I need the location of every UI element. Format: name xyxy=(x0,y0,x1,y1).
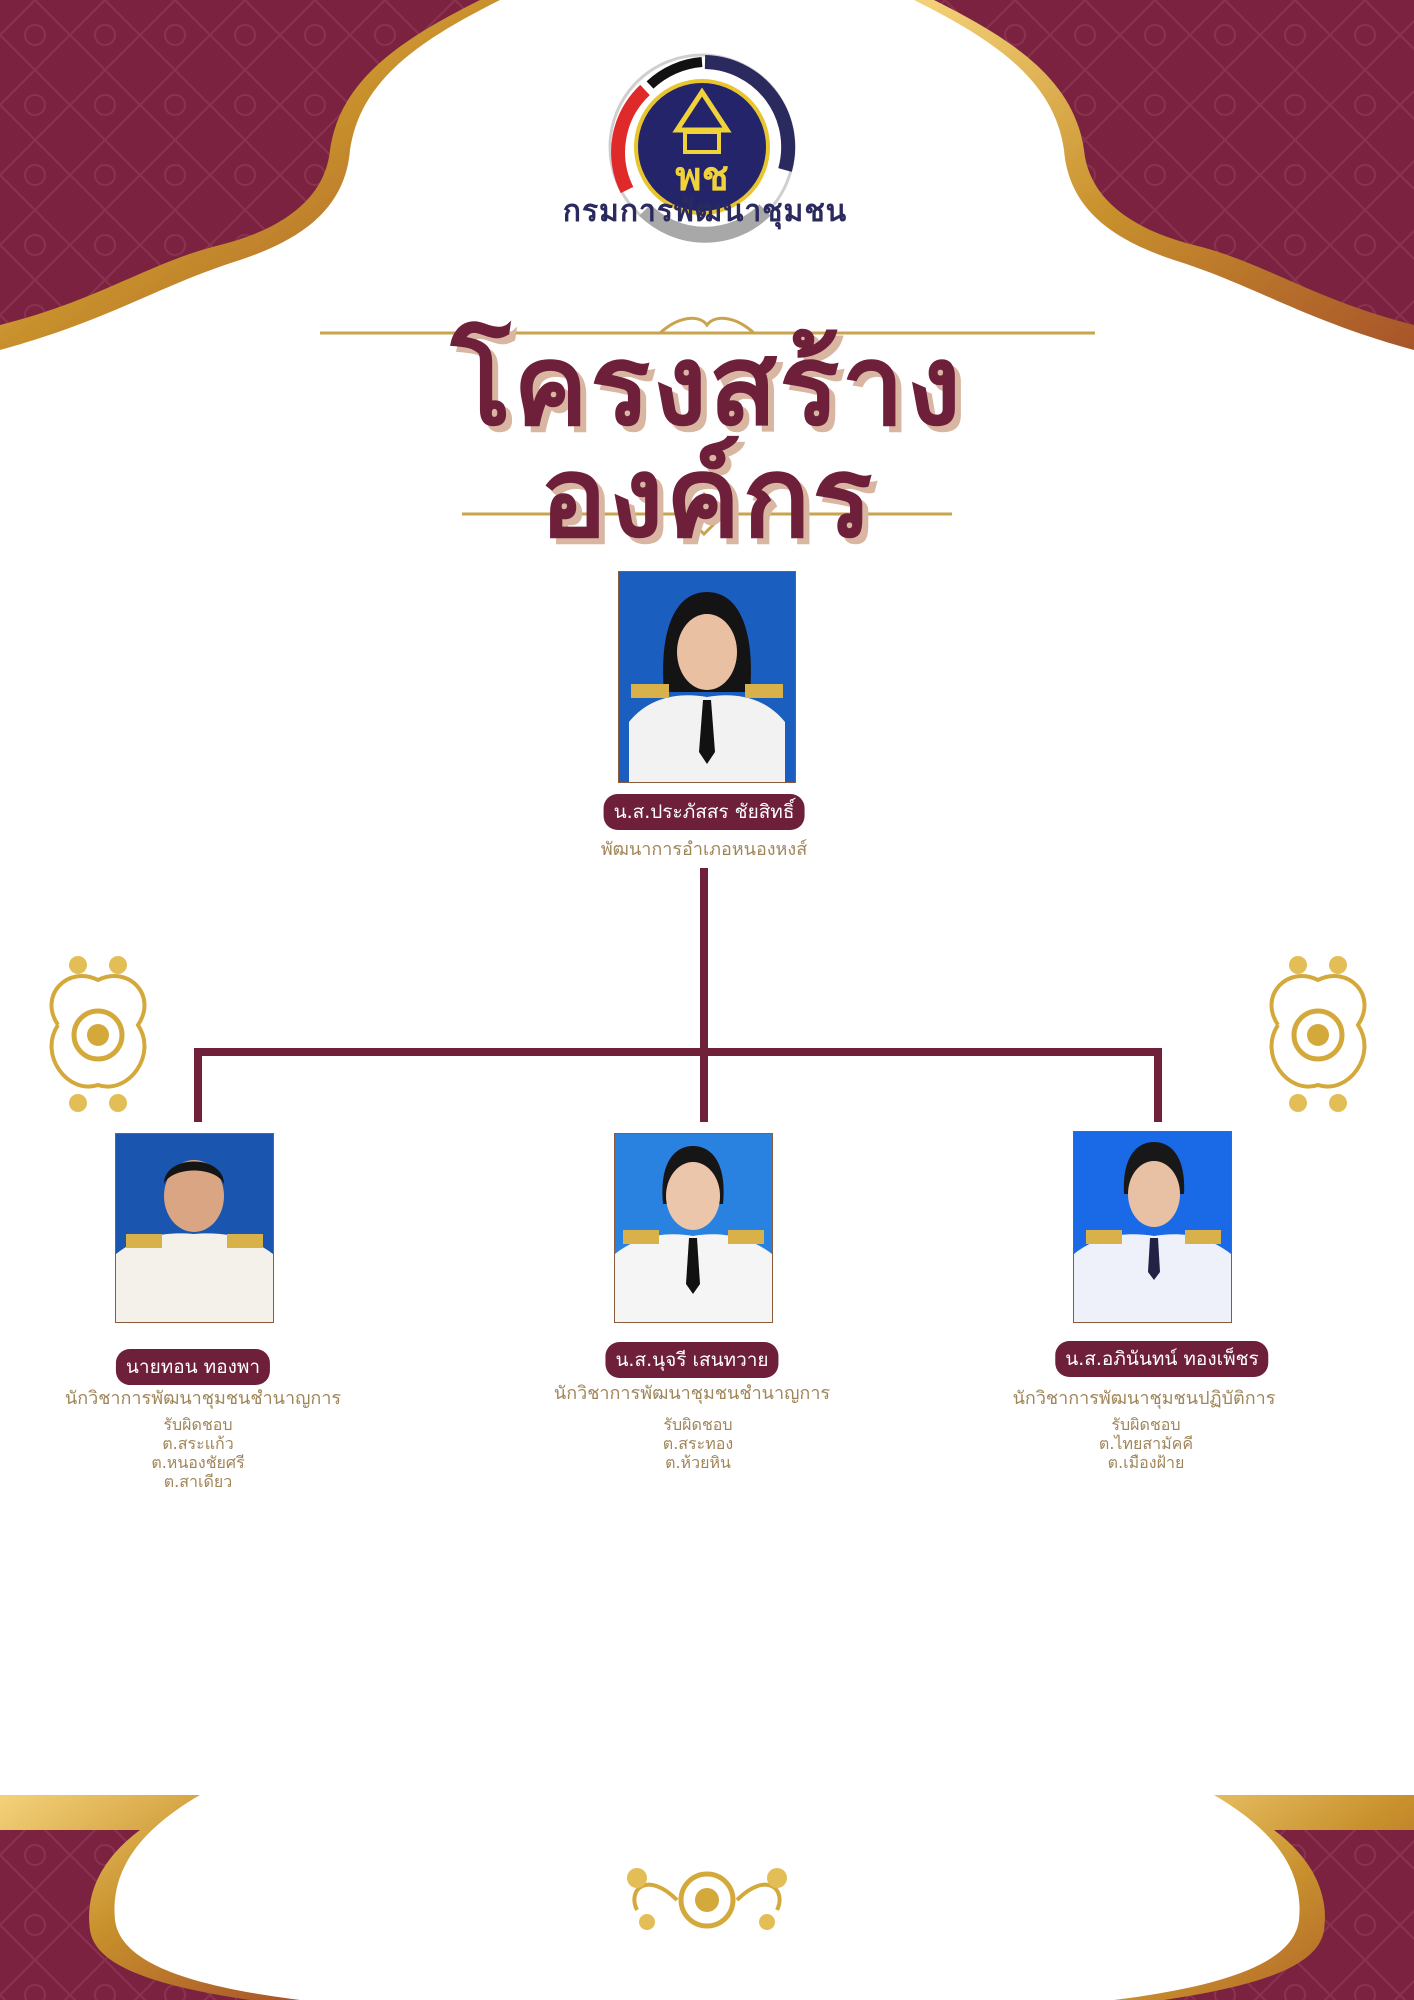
title-top-rule xyxy=(320,316,1095,335)
staff-photo-1 xyxy=(115,1133,274,1323)
resp-area: ต.หนองชัยศรี xyxy=(151,1453,245,1472)
staff-responsibility-1: รับผิดชอบ ต.สระแก้ว ต.หนองชัยศรี ต.สาเดี… xyxy=(88,1415,308,1491)
staff-responsibility-3: รับผิดชอบ ต.ไทยสามัคคี ต.เมืองฝ้าย xyxy=(1036,1415,1256,1472)
staff-responsibility-2: รับผิดชอบ ต.สระทอง ต.ห้วยหิน xyxy=(588,1415,808,1472)
right-ornament xyxy=(1269,956,1367,1112)
title-bottom-rule xyxy=(462,491,952,537)
resp-area: ต.เมืองฝ้าย xyxy=(1107,1453,1185,1472)
head-position: พัฒนาการอำเภอหนองหงส์ xyxy=(600,839,808,860)
staff-name-3: น.ส.อภินันทน์ ทองเพ็ชร xyxy=(1055,1341,1269,1377)
bottom-ornament xyxy=(627,1868,787,1930)
staff-photo-3 xyxy=(1073,1131,1232,1323)
resp-area: ต.สระแก้ว xyxy=(162,1434,234,1453)
logo-letters: พช xyxy=(675,154,729,200)
resp-area: ต.ไทยสามัคคี xyxy=(1098,1434,1194,1453)
resp-label-2: รับผิดชอบ xyxy=(663,1415,733,1434)
connector-crossbar xyxy=(194,1048,1162,1056)
department-logo: พช xyxy=(605,50,800,245)
staff-position-2: นักวิชาการพัฒนาชุมชนชำนาญการ xyxy=(553,1383,831,1404)
page-title: โครงสร้างองค์กร xyxy=(450,320,963,563)
staff-position-1: นักวิชาการพัฒนาชุมชนชำนาญการ xyxy=(64,1388,342,1409)
staff-name-1: นายทอน ทองพา xyxy=(115,1349,271,1385)
connector-right-drop xyxy=(1154,1048,1162,1122)
staff-position-3: นักวิชาการพัฒนาชุมชนปฏิบัติการ xyxy=(1012,1388,1276,1409)
staff-name-2: น.ส.นุจรี เสนทวาย xyxy=(605,1342,779,1378)
resp-label-3: รับผิดชอบ xyxy=(1111,1415,1181,1434)
resp-area: ต.ห้วยหิน xyxy=(665,1453,731,1472)
resp-area: ต.สาเดียว xyxy=(163,1472,233,1491)
resp-label-1: รับผิดชอบ xyxy=(163,1415,233,1434)
left-ornament xyxy=(49,956,147,1112)
resp-area: ต.สระทอง xyxy=(662,1434,734,1453)
connector-left-drop xyxy=(194,1048,202,1122)
head-photo xyxy=(618,571,796,783)
head-name: น.ส.ประภัสสร ชัยสิทธิ์ xyxy=(603,794,805,830)
connector-trunk xyxy=(700,868,708,1122)
department-name: กรมการพัฒนาชุมชน xyxy=(562,194,848,229)
staff-photo-2 xyxy=(614,1133,773,1323)
